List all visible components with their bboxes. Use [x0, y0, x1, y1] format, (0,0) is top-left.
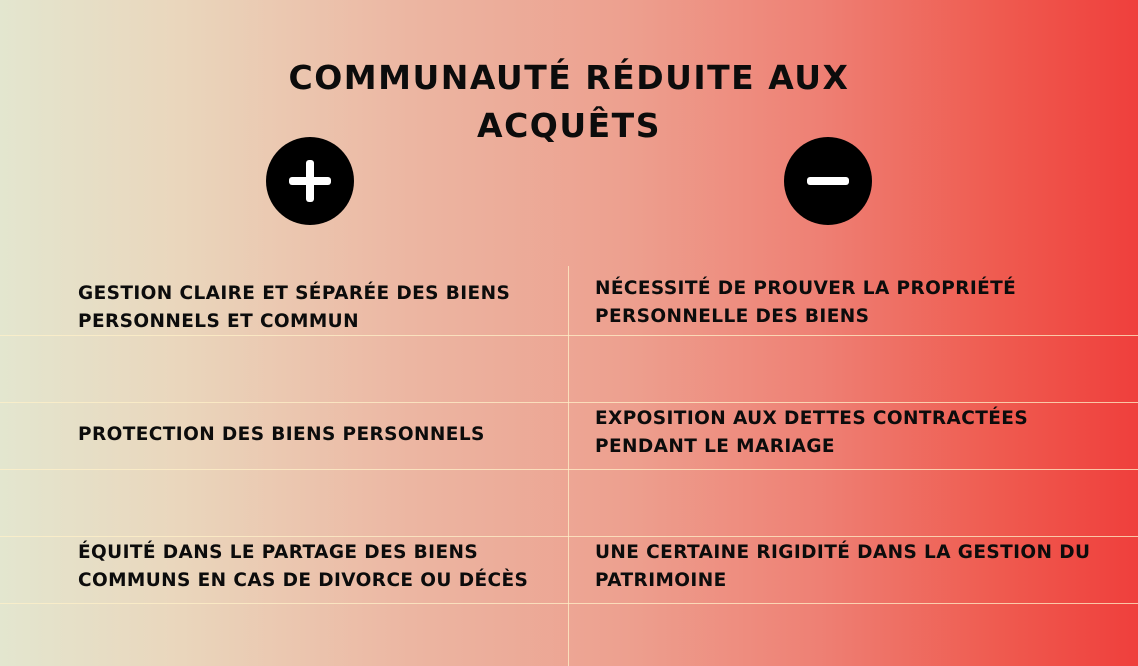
cons-item-line: PENDANT LE MARIAGE [595, 436, 835, 457]
grid-divider [0, 469, 1138, 470]
plus-vertical-bar [306, 160, 314, 202]
cons-item-line: EXPOSITION AUX DETTES CONTRACTÉES [595, 408, 1029, 429]
column-divider [568, 266, 569, 666]
pros-item-line: PERSONNELS ET COMMUN [78, 311, 359, 332]
pros-item: ÉQUITÉ DANS LE PARTAGE DES BIENS COMMUNS… [78, 539, 528, 595]
cons-item-line: UNE CERTAINE RIGIDITÉ DANS LA GESTION DU [595, 542, 1091, 563]
pros-item: PROTECTION DES BIENS PERSONNELS [78, 421, 485, 449]
cons-item-line: PERSONNELLE DES BIENS [595, 306, 870, 327]
cons-item: UNE CERTAINE RIGIDITÉ DANS LA GESTION DU… [595, 539, 1090, 595]
pros-item-line: ÉQUITÉ DANS LE PARTAGE DES BIENS [78, 542, 479, 563]
title-line-2: ACQUÊTS [477, 106, 661, 146]
cons-item-line: NÉCESSITÉ DE PROUVER LA PROPRIÉTÉ [595, 278, 1017, 299]
minus-bar [807, 177, 849, 185]
plus-circle-icon [266, 137, 354, 225]
grid-divider [0, 402, 1138, 403]
grid-divider [0, 536, 1138, 537]
grid-divider [0, 603, 1138, 604]
minus-circle-icon [784, 137, 872, 225]
cons-item-line: PATRIMOINE [595, 570, 727, 591]
cons-item: EXPOSITION AUX DETTES CONTRACTÉES PENDAN… [595, 405, 1028, 461]
grid-divider [0, 335, 1138, 336]
pros-item-line: COMMUNS EN CAS DE DIVORCE OU DÉCÈS [78, 570, 529, 591]
pros-item-line: GESTION CLAIRE ET SÉPARÉE DES BIENS [78, 283, 511, 304]
pros-item-line: PROTECTION DES BIENS PERSONNELS [78, 424, 485, 445]
pros-item: GESTION CLAIRE ET SÉPARÉE DES BIENS PERS… [78, 280, 510, 336]
title-line-1: COMMUNAUTÉ RÉDUITE AUX [288, 58, 850, 98]
cons-item: NÉCESSITÉ DE PROUVER LA PROPRIÉTÉ PERSON… [595, 275, 1016, 331]
page-title: COMMUNAUTÉ RÉDUITE AUX ACQUÊTS [0, 54, 1138, 150]
